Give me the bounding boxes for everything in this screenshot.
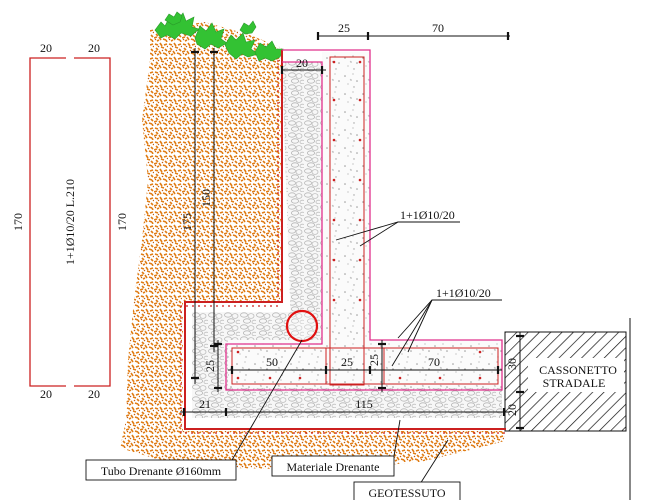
dim-base-left-offset: 21 bbox=[199, 397, 211, 411]
dim-road-box-upper: 30 bbox=[505, 358, 519, 370]
geotextile-dashes bbox=[180, 60, 506, 434]
rebar-detail-bottom-left: 20 bbox=[40, 387, 52, 401]
label-drain-material: Materiale Drenante bbox=[287, 460, 380, 474]
rebar-detail-right-height: 170 bbox=[115, 213, 129, 231]
label-rebar-base: 1+1Ø10/20 bbox=[436, 286, 491, 300]
dim-height-outer: 175 bbox=[180, 213, 194, 231]
rebar-detail-left-height: 170 bbox=[11, 213, 25, 231]
geotextile-outline bbox=[184, 50, 506, 430]
dim-crest: 20 bbox=[296, 56, 308, 70]
rebar-detail-top-right: 20 bbox=[88, 41, 100, 55]
dim-base-toe: 70 bbox=[428, 355, 440, 369]
label-rebar-stem: 1+1Ø10/20 bbox=[400, 208, 455, 222]
drain-pipe-circle bbox=[285, 309, 319, 343]
rebar-detail-bar-label: 1+1Ø10/20 L.210 bbox=[63, 179, 77, 265]
dimension-lines bbox=[180, 32, 631, 500]
rebar-detail bbox=[29, 57, 111, 387]
label-drain-pipe-box bbox=[85, 459, 237, 481]
road-box-label-bg bbox=[528, 358, 624, 392]
dim-base-total: 115 bbox=[355, 397, 373, 411]
concrete-wall bbox=[228, 52, 502, 388]
dim-base-thickness: 25 bbox=[203, 360, 217, 372]
label-drain-pipe: Tubo Drenante Ø160mm bbox=[101, 464, 222, 478]
label-geotextile: GEOTESSUTO bbox=[368, 486, 445, 500]
wall-outline bbox=[225, 49, 503, 391]
dim-base-heel: 50 bbox=[266, 355, 278, 369]
soil-mass bbox=[120, 22, 505, 470]
dim-height-inner: 150 bbox=[199, 189, 213, 207]
leader-lines bbox=[231, 221, 502, 485]
road-box-label-line1: CASSONETTO bbox=[539, 363, 617, 377]
dim-top-toe: 70 bbox=[432, 21, 444, 35]
dim-base-stem: 25 bbox=[341, 355, 353, 369]
label-drain-material-box bbox=[271, 455, 395, 477]
dim-road-box-lower: 20 bbox=[505, 404, 519, 416]
dim-base-thickness-right: 25 bbox=[367, 354, 381, 366]
vegetation bbox=[154, 11, 284, 62]
road-box-label-line2: STRADALE bbox=[543, 376, 606, 390]
rebar-detail-bottom-right: 20 bbox=[88, 387, 100, 401]
drainage-gravel bbox=[192, 62, 502, 418]
dim-top-stem: 25 bbox=[338, 21, 350, 35]
label-geotextile-box bbox=[353, 481, 461, 500]
rebar-detail-top-left: 20 bbox=[40, 41, 52, 55]
